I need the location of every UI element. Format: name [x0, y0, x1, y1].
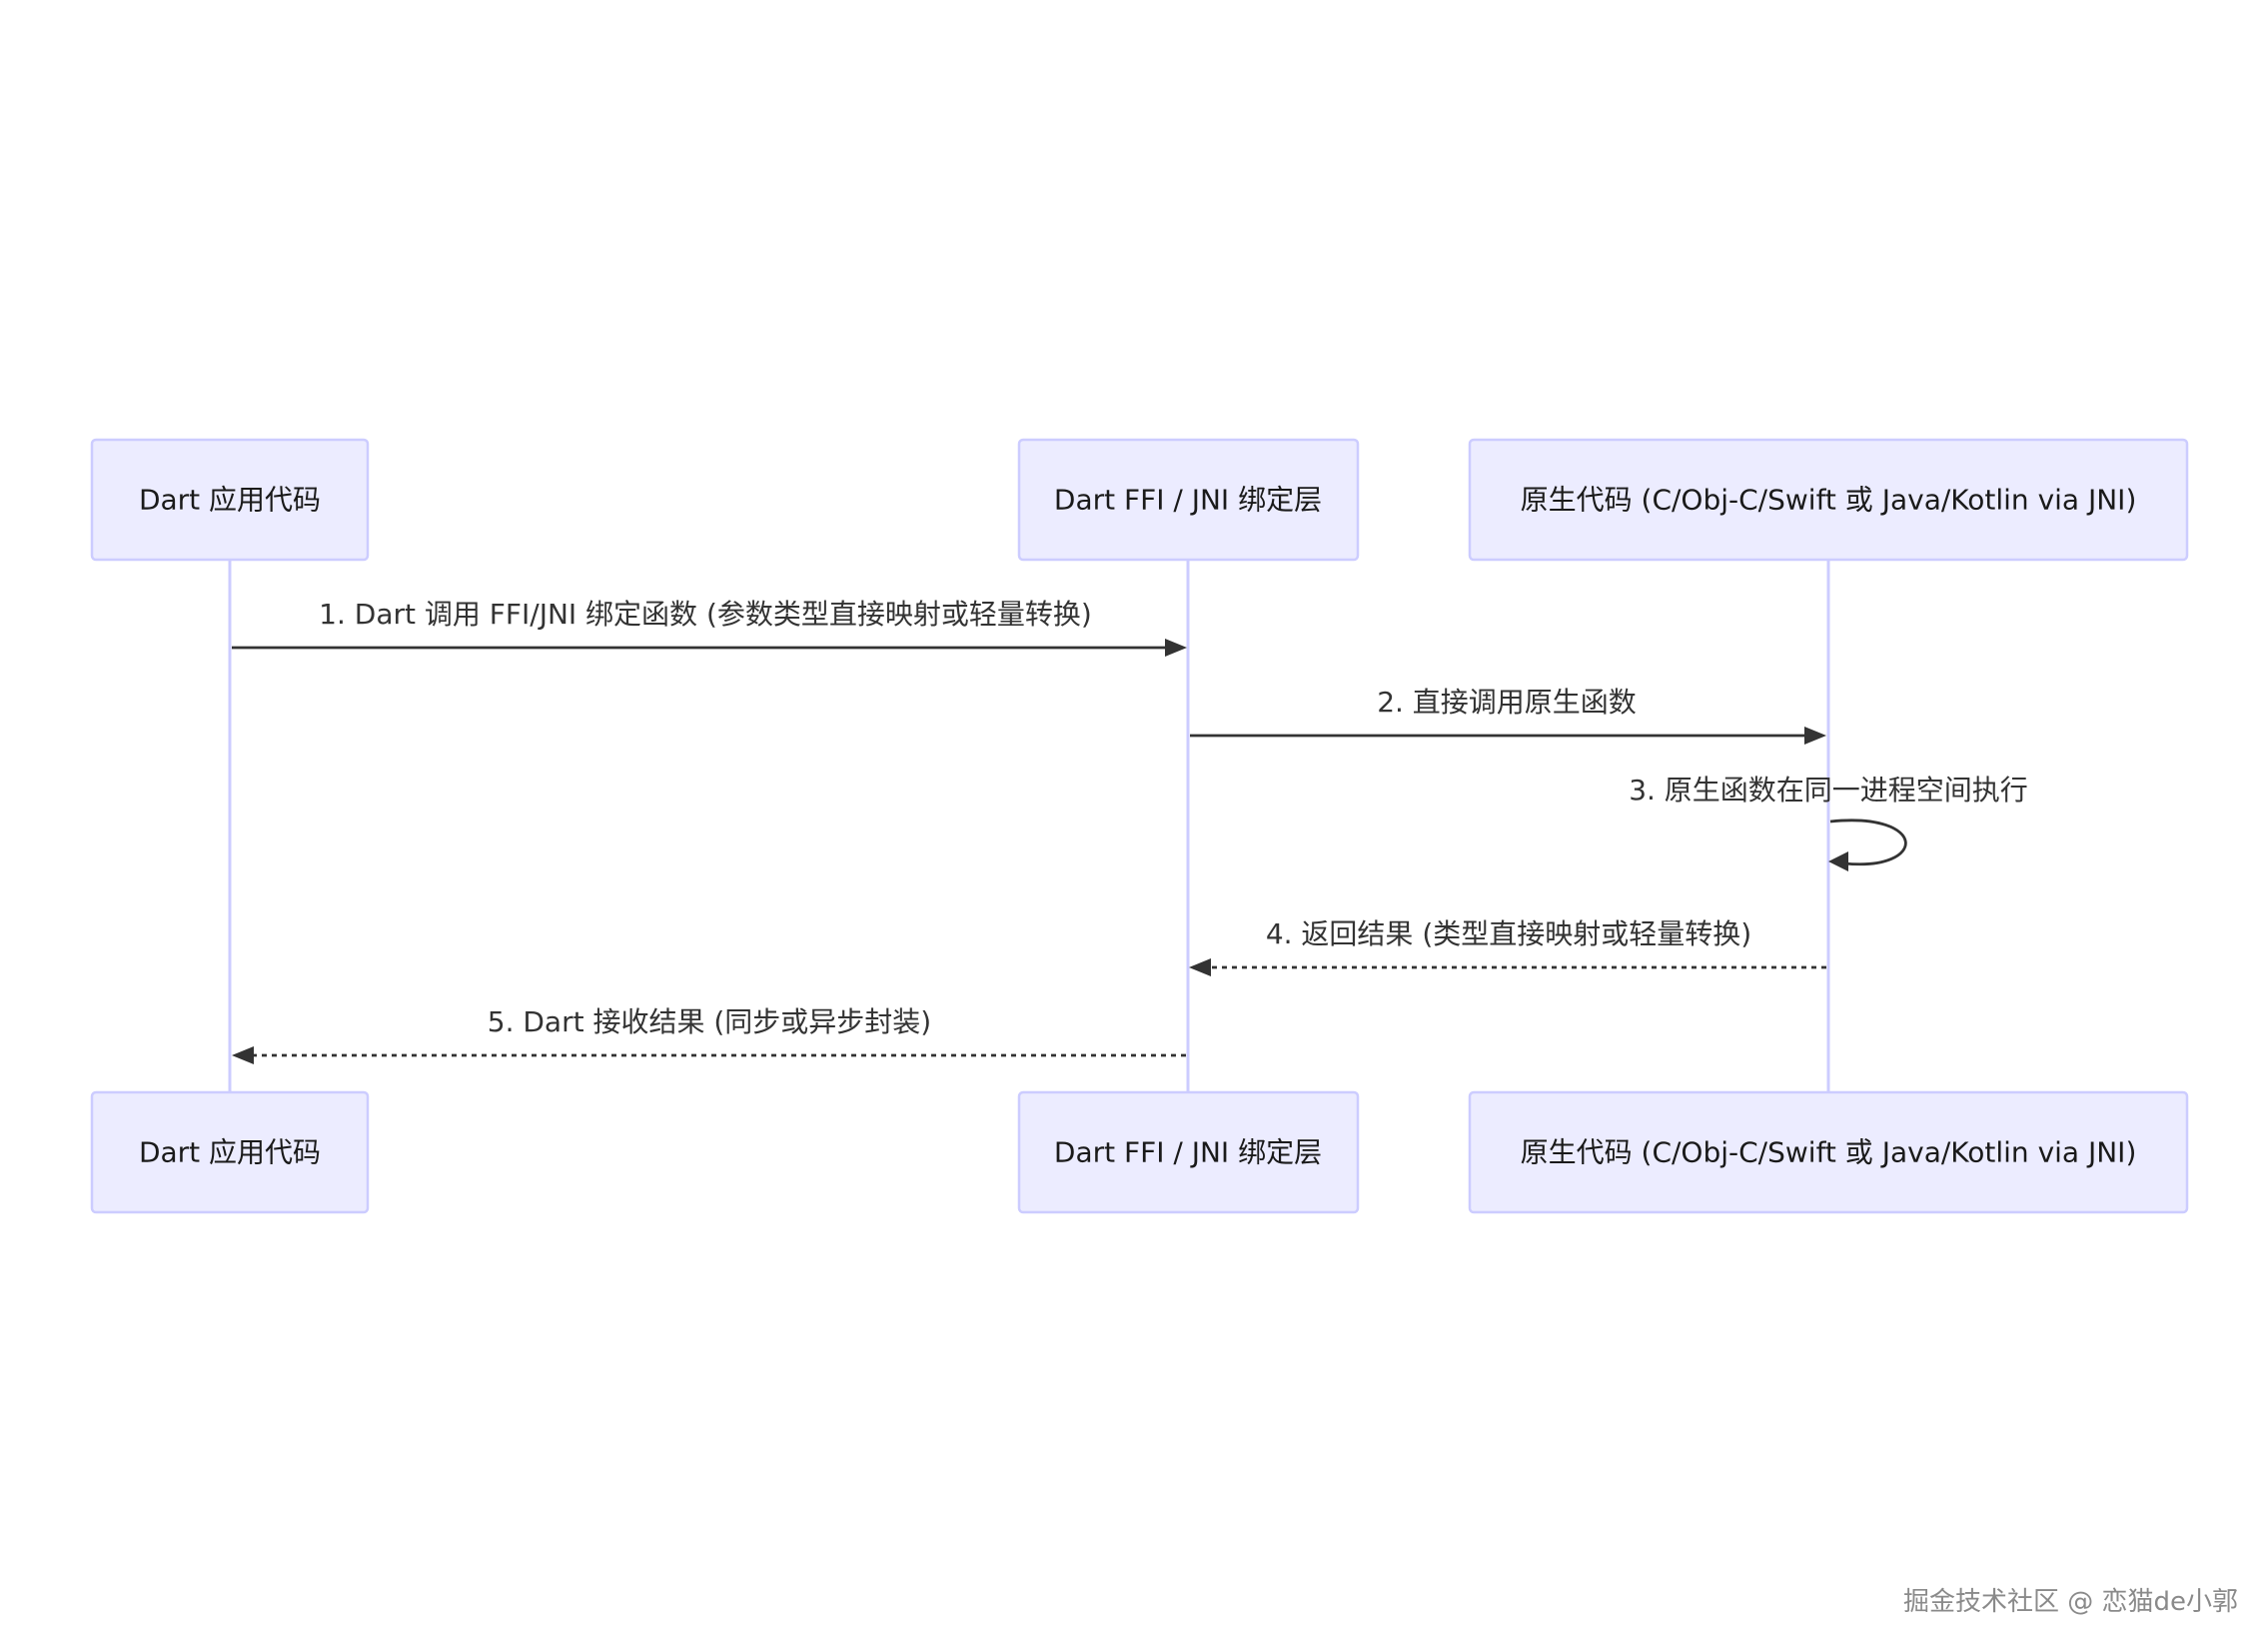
message-3-self-call: 3. 原生函数在同一进程空间执行 — [1629, 774, 2028, 871]
arrowhead-icon — [1165, 639, 1187, 657]
actor-bottom-ffi: Dart FFI / JNI 绑定层 — [1017, 1090, 1360, 1214]
message-label: 3. 原生函数在同一进程空间执行 — [1629, 774, 2028, 807]
message-label: 4. 返回结果 (类型直接映射或轻量转换) — [1266, 917, 1751, 950]
message-label: 1. Dart 调用 FFI/JNI 绑定函数 (参数类型直接映射或轻量转换) — [319, 598, 1092, 631]
arrowhead-icon — [1804, 727, 1826, 745]
actor-label: 原生代码 (C/Obj-C/Swift 或 Java/Kotlin via JN… — [1521, 484, 2137, 517]
message-label: 5. Dart 接收结果 (同步或异步封装) — [488, 1005, 931, 1038]
actor-bottom-dart: Dart 应用代码 — [90, 1090, 370, 1214]
arrowhead-icon — [1189, 958, 1211, 976]
message-label: 2. 直接调用原生函数 — [1377, 686, 1637, 719]
actor-top-ffi: Dart FFI / JNI 绑定层 — [1017, 438, 1360, 562]
actor-label: Dart FFI / JNI 绑定层 — [1054, 484, 1322, 517]
message-1: 1. Dart 调用 FFI/JNI 绑定函数 (参数类型直接映射或轻量转换) — [232, 598, 1187, 657]
message-5: 5. Dart 接收结果 (同步或异步封装) — [232, 1005, 1186, 1064]
actor-bottom-native: 原生代码 (C/Obj-C/Swift 或 Java/Kotlin via JN… — [1468, 1090, 2189, 1214]
actor-label: Dart FFI / JNI 绑定层 — [1054, 1136, 1322, 1169]
watermark: 掘金技术社区 @ 恋猫de小郭 — [1903, 1587, 2238, 1617]
message-4: 4. 返回结果 (类型直接映射或轻量转换) — [1189, 917, 1826, 976]
actor-label: Dart 应用代码 — [139, 1136, 321, 1169]
actor-label: Dart 应用代码 — [139, 484, 321, 517]
message-2: 2. 直接调用原生函数 — [1190, 686, 1826, 745]
actor-top-native: 原生代码 (C/Obj-C/Swift 或 Java/Kotlin via JN… — [1468, 438, 2189, 562]
arrowhead-icon — [1828, 851, 1848, 871]
arrowhead-icon — [232, 1046, 254, 1064]
actor-label: 原生代码 (C/Obj-C/Swift 或 Java/Kotlin via JN… — [1521, 1136, 2137, 1169]
actor-top-dart: Dart 应用代码 — [90, 438, 370, 562]
